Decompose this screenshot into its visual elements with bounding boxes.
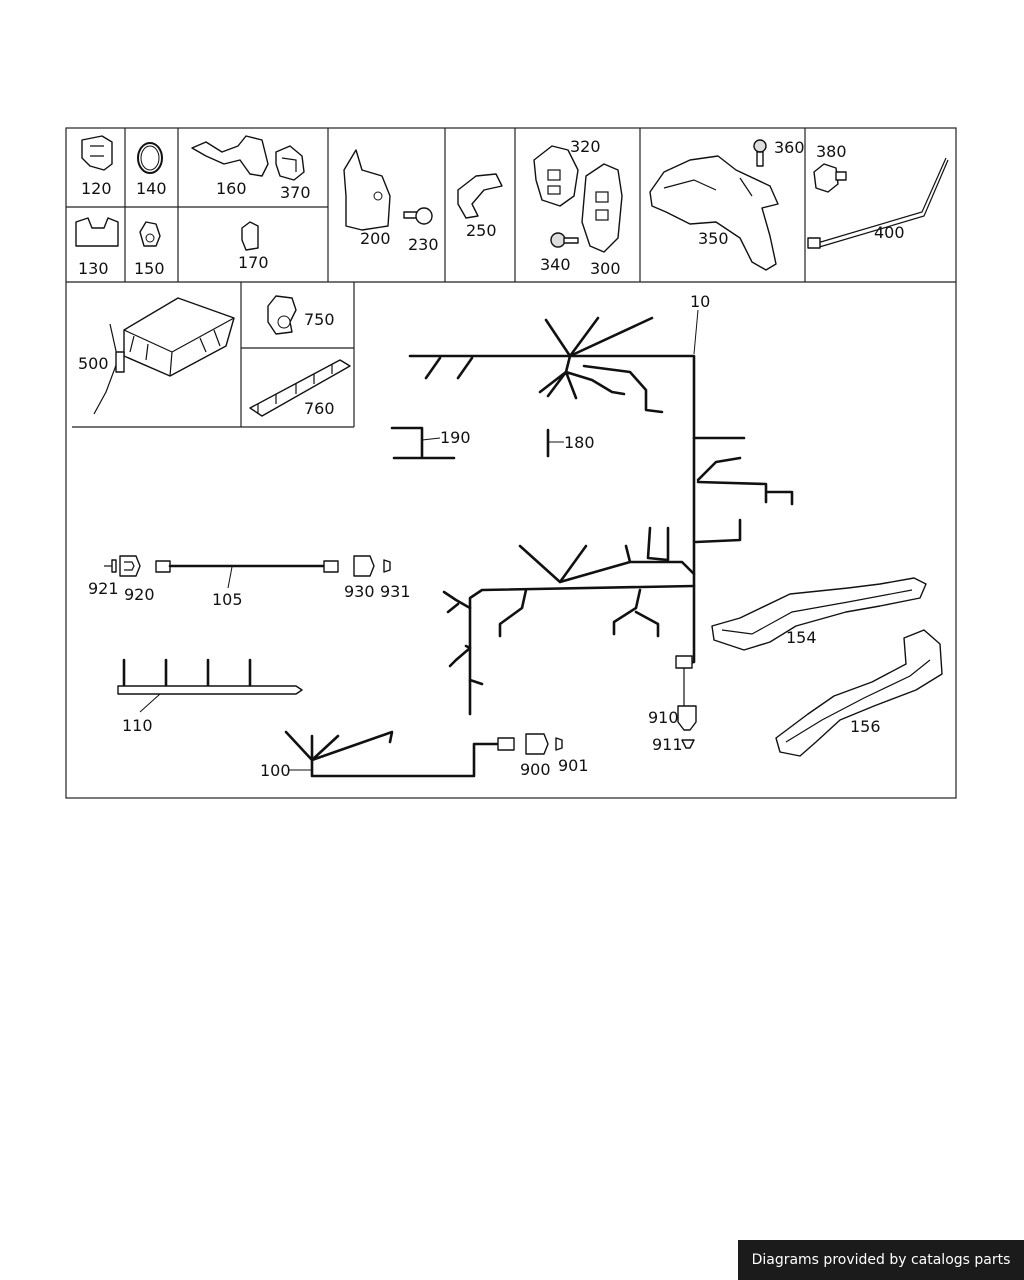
connector-910 <box>677 668 697 731</box>
connector-strip-760 <box>249 359 351 417</box>
clip-170 <box>241 221 259 251</box>
label-920: 920 <box>124 585 155 604</box>
clip-370 <box>275 145 305 181</box>
clip-150 <box>139 221 161 247</box>
bolt-360 <box>753 139 767 167</box>
harness-110 <box>117 658 303 713</box>
clip-380 <box>813 163 847 193</box>
o-ring-140 <box>137 142 163 174</box>
label-140: 140 <box>136 179 167 198</box>
label-100: 100 <box>260 761 291 780</box>
bracket-320 <box>533 145 579 207</box>
bracket-160 <box>191 135 269 177</box>
bracket-200 <box>343 149 391 231</box>
label-170: 170 <box>238 253 269 272</box>
clip-120 <box>81 135 113 171</box>
label-10: 10 <box>690 292 710 311</box>
label-350: 350 <box>698 229 729 248</box>
label-370: 370 <box>280 183 311 202</box>
label-230: 230 <box>408 235 439 254</box>
part-labels: 120 140 160 370 130 150 170 200 230 250 … <box>78 137 905 780</box>
label-360: 360 <box>774 138 805 157</box>
rail-154 <box>711 577 927 651</box>
label-901: 901 <box>558 756 589 775</box>
label-911: 911 <box>652 735 683 754</box>
label-910: 910 <box>648 708 679 727</box>
label-760: 760 <box>304 399 335 418</box>
clip-130 <box>75 217 119 247</box>
diagram-frame <box>65 127 957 799</box>
label-921: 921 <box>88 579 119 598</box>
main-harness-10 <box>408 309 794 716</box>
label-320: 320 <box>570 137 601 156</box>
harness-190 <box>390 426 456 460</box>
label-750: 750 <box>304 310 335 329</box>
section-dividers <box>66 128 956 428</box>
label-180: 180 <box>564 433 595 452</box>
label-154: 154 <box>786 628 817 647</box>
harness-105 <box>104 555 391 589</box>
label-300: 300 <box>590 259 621 278</box>
label-931: 931 <box>380 582 411 601</box>
label-380: 380 <box>816 142 847 161</box>
label-190: 190 <box>440 428 471 447</box>
label-500: 500 <box>78 354 109 373</box>
cover-350 <box>649 155 779 271</box>
harness-180 <box>546 428 564 458</box>
screw-230 <box>403 207 433 225</box>
harness-100 <box>284 730 563 778</box>
label-156: 156 <box>850 717 881 736</box>
label-900: 900 <box>520 760 551 779</box>
terminal-911 <box>681 739 695 749</box>
footer-credit-badge: Diagrams provided by catalogs parts <box>738 1240 1024 1280</box>
label-130: 130 <box>78 259 109 278</box>
rail-156 <box>775 629 943 757</box>
label-400: 400 <box>874 223 905 242</box>
bolt-340 <box>550 232 579 248</box>
clip-750 <box>267 295 297 335</box>
label-200: 200 <box>360 229 391 248</box>
control-unit-500 <box>93 297 235 415</box>
label-150: 150 <box>134 259 165 278</box>
label-110: 110 <box>122 716 153 735</box>
label-120: 120 <box>81 179 112 198</box>
bracket-300 <box>581 163 623 253</box>
label-105: 105 <box>212 590 243 609</box>
label-160: 160 <box>216 179 247 198</box>
label-340: 340 <box>540 255 571 274</box>
clip-250 <box>457 173 503 219</box>
label-930: 930 <box>344 582 375 601</box>
label-250: 250 <box>466 221 497 240</box>
cable-tie-400 <box>807 157 949 249</box>
wiring-harness-parts-diagram: 120 140 160 370 130 150 170 200 230 250 … <box>65 127 957 799</box>
